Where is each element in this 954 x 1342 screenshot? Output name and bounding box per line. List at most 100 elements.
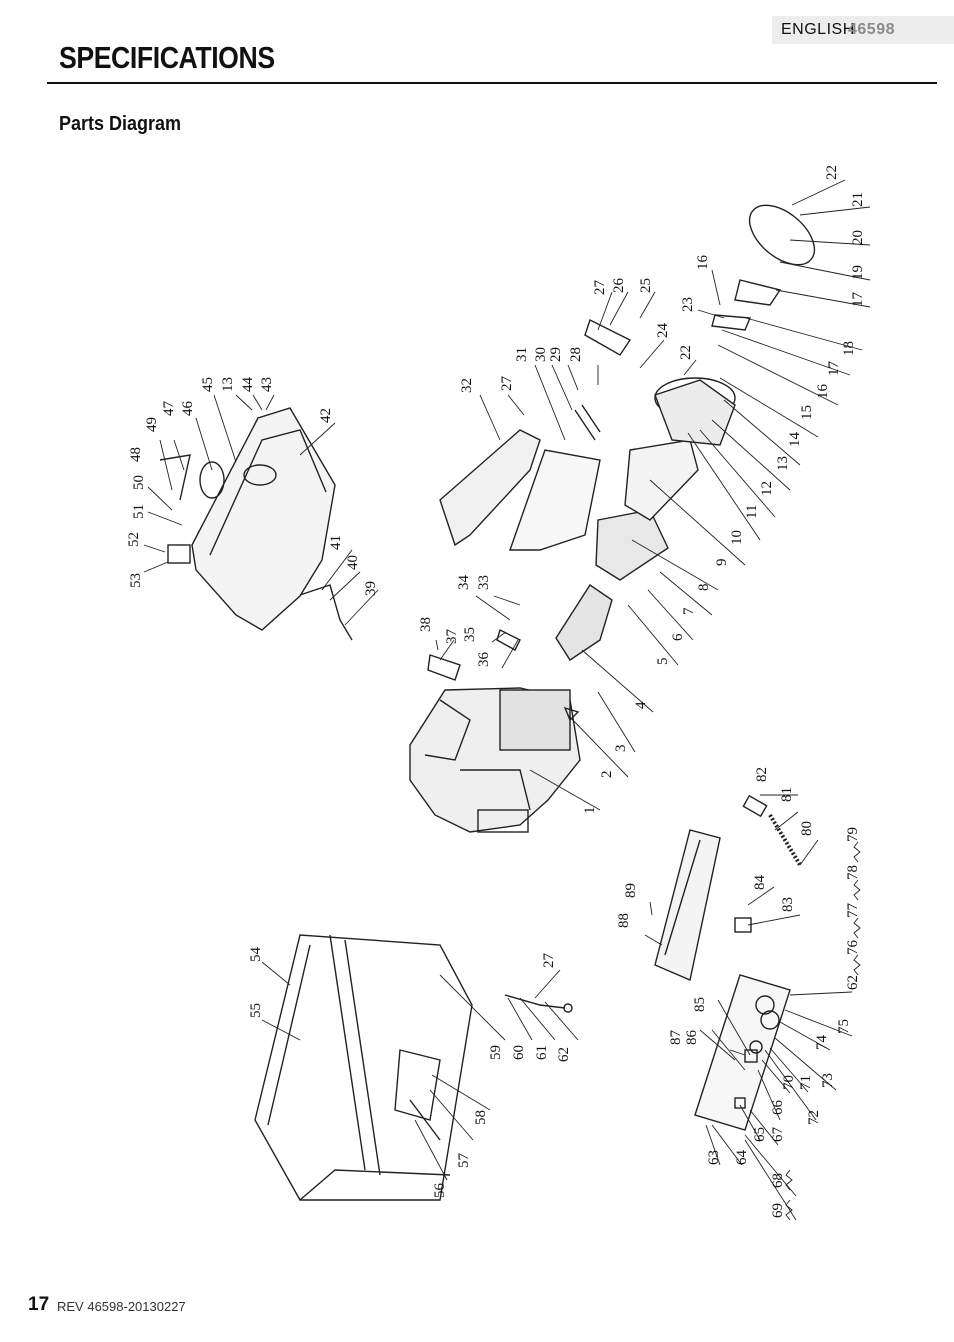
part-label: 36 — [476, 652, 492, 668]
part-label: 61 — [534, 1045, 550, 1060]
part-label: 81 — [779, 787, 795, 802]
part-label: 80 — [799, 821, 815, 836]
part-label: 58 — [473, 1110, 489, 1125]
language-label: ENGLISH — [781, 21, 855, 38]
part-label: 86 — [684, 1030, 700, 1046]
part-label: 25 — [638, 278, 654, 293]
part-label: 27 — [592, 280, 608, 296]
part-label: 15 — [799, 405, 815, 420]
part-label: 84 — [752, 875, 768, 891]
part-label: 10 — [729, 530, 745, 545]
part-label: 28 — [568, 347, 584, 362]
part-label: 1 — [582, 807, 598, 815]
part-label: 27 — [541, 953, 557, 969]
part-label: 74 — [814, 1035, 830, 1051]
page-title: SPECIFICATIONS — [59, 40, 275, 75]
part-label: 66 — [770, 1100, 786, 1116]
part-label: 54 — [248, 947, 264, 963]
part-label: 16 — [695, 255, 711, 271]
section-title: Parts Diagram — [59, 113, 182, 135]
part-label: 19 — [850, 265, 866, 280]
part-label: 62 — [556, 1047, 572, 1062]
part-label: 29 — [548, 347, 564, 362]
part-label: 57 — [456, 1153, 472, 1169]
part-label: 21 — [850, 192, 866, 207]
part-label: 46 — [180, 401, 196, 417]
part-label: 70 — [781, 1075, 797, 1090]
part-label: 23 — [680, 297, 696, 312]
part-label: 87 — [668, 1030, 684, 1046]
part-label: 85 — [692, 997, 708, 1012]
part-label: 26 — [611, 278, 627, 294]
part-label: 18 — [841, 341, 857, 356]
part-label: 78 — [845, 865, 861, 880]
page-number: 17 — [28, 1294, 50, 1315]
part-label: 76 — [845, 940, 861, 956]
part-label: 4 — [633, 701, 649, 709]
part-label: 22 — [824, 165, 840, 180]
part-label: 13 — [775, 456, 791, 471]
part-label: 42 — [318, 408, 334, 423]
part-label: 72 — [806, 1110, 822, 1125]
part-label: 73 — [820, 1073, 836, 1088]
parts-drawing — [159, 204, 816, 1201]
part-label: 8 — [696, 584, 712, 592]
part-label: 5 — [655, 658, 671, 666]
part-label: 38 — [418, 617, 434, 632]
part-label: 67 — [770, 1127, 786, 1143]
part-label: 83 — [780, 897, 796, 912]
part-label: 71 — [798, 1075, 814, 1090]
model-number: 46598 — [848, 21, 895, 38]
part-label: 45 — [200, 377, 216, 392]
part-label: 75 — [836, 1019, 852, 1034]
part-labels: 1 2 3 4 5 6 7 8 9 10 11 12 13 14 15 16 1… — [126, 165, 866, 1218]
part-label: 88 — [616, 913, 632, 928]
part-label: 22 — [678, 345, 694, 360]
part-label: 53 — [128, 573, 144, 588]
part-label: 37 — [444, 629, 460, 645]
part-label: 11 — [744, 505, 760, 519]
part-label: 47 — [161, 401, 177, 417]
part-label: 41 — [328, 535, 344, 550]
part-label: 14 — [787, 432, 803, 448]
part-label: 30 — [533, 347, 549, 362]
part-label: 56 — [432, 1183, 448, 1199]
part-label: 51 — [131, 504, 147, 519]
part-label: 77 — [845, 903, 861, 919]
part-label: 39 — [363, 581, 379, 596]
part-label: 49 — [144, 417, 160, 432]
part-label: 64 — [734, 1150, 750, 1166]
part-label: 69 — [770, 1203, 786, 1218]
part-label: 55 — [248, 1003, 264, 1018]
part-label: 7 — [681, 607, 697, 615]
part-label: 3 — [613, 745, 629, 753]
part-label: 31 — [514, 347, 530, 362]
part-label: 33 — [476, 575, 492, 590]
part-label: 27 — [499, 376, 515, 392]
part-label: 2 — [599, 771, 615, 779]
part-label: 32 — [459, 378, 475, 393]
part-label: 52 — [126, 532, 142, 547]
revision-code: REV 46598-20130227 — [57, 1299, 186, 1314]
part-label: 59 — [488, 1045, 504, 1060]
part-label: 68 — [770, 1173, 786, 1188]
part-label: 82 — [754, 767, 770, 782]
part-label: 17 — [826, 361, 842, 377]
part-label: 48 — [128, 447, 144, 462]
part-label: 89 — [623, 883, 639, 898]
part-label: 65 — [752, 1127, 768, 1142]
part-label: 35 — [462, 627, 478, 642]
part-label: 17 — [850, 292, 866, 308]
part-label: 63 — [706, 1150, 722, 1165]
part-label: 40 — [345, 555, 361, 570]
language-tab: ENGLISH 46598 — [772, 16, 954, 44]
leader-lines — [143, 179, 871, 1221]
part-label: 50 — [131, 475, 147, 490]
part-label: 12 — [759, 481, 775, 496]
part-label: 24 — [655, 323, 671, 339]
part-label: 16 — [815, 384, 831, 400]
part-label: 6 — [670, 633, 686, 641]
part-label: 43 — [259, 377, 275, 392]
part-label: 13 — [220, 377, 236, 392]
